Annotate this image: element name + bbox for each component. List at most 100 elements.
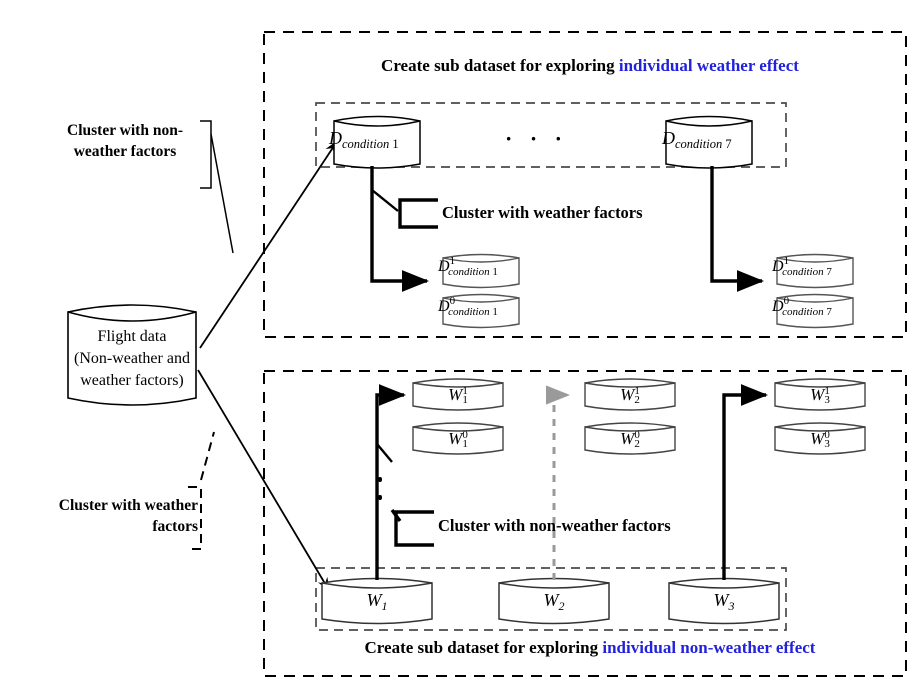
label-d1-condition-7-base: D xyxy=(772,258,784,275)
label-d1-condition-1-sup: 1 xyxy=(449,255,456,267)
label-d0-condition-1-sup: 0 xyxy=(449,295,456,307)
label-w3-sup0-sup: 0 xyxy=(824,429,830,442)
label-w2-sup0-base: W xyxy=(620,429,635,448)
label-w1-base: W xyxy=(366,590,382,610)
arrow-source-to-w xyxy=(197,369,331,593)
elbow-condition7-to-split xyxy=(710,166,765,292)
label-w1-sup1-sup: 1 xyxy=(462,385,468,398)
flight-data-label: Flight data (Non-weather and weather fac… xyxy=(56,326,208,392)
label-w2-sub: 2 xyxy=(558,599,565,613)
cylinder-d0-condition-1 xyxy=(442,293,520,329)
label-w3-sub: 3 xyxy=(728,599,735,613)
label-w1-sup0-base: W xyxy=(448,429,463,448)
label-w2-sup1-sub: 2 xyxy=(634,394,640,407)
label-d-condition-1-index: 1 xyxy=(392,137,399,151)
callout-cluster-weather-left: Cluster with weather factors xyxy=(26,495,198,537)
bottom-panel-title-black: Create sub dataset for exploring xyxy=(364,638,603,657)
label-d0-condition-7: D0condition 7 xyxy=(772,295,832,318)
label-w3-sup1: W 1 3 xyxy=(775,385,865,407)
condition-row-ellipsis: · · · xyxy=(505,126,569,151)
condition-group-box xyxy=(315,102,787,168)
callout-bracket-top-panel xyxy=(398,198,438,229)
label-w1-sup0-sub: 1 xyxy=(462,438,468,451)
top-panel-title: Create sub dataset for exploring individ… xyxy=(300,56,880,76)
callout-cluster-non-weather-left: Cluster with non- weather factors xyxy=(46,120,204,162)
label-d1-condition-7-sub: condition xyxy=(782,266,824,278)
label-w2-sup1: W 1 2 xyxy=(585,385,675,407)
flight-data-line2: (Non-weather and xyxy=(74,350,190,367)
label-d-condition-7: Dcondition 7 xyxy=(662,128,732,151)
label-d1-condition-7-index: 7 xyxy=(826,266,832,278)
label-w2-sup0: W 0 2 xyxy=(585,429,675,451)
label-d-condition-1-sub: condition xyxy=(342,137,390,151)
dashed-connector-w2 xyxy=(546,385,570,580)
flight-data-line1: Flight data xyxy=(97,328,167,345)
label-w2: W2 xyxy=(499,590,609,613)
label-w2-sup1-sup: 1 xyxy=(634,385,640,398)
w-group-box xyxy=(315,567,787,631)
top-panel-border xyxy=(263,31,907,338)
label-w3-sup0: W 0 3 xyxy=(775,429,865,450)
label-w1-sup0-sup: 0 xyxy=(462,429,468,442)
bottom-panel-title-accent: individual non-weather effect xyxy=(602,638,816,657)
label-w1-sub: 1 xyxy=(381,599,388,613)
cylinder-w1 xyxy=(321,577,433,625)
cylinder-d1-condition-1 xyxy=(442,253,520,289)
label-d-condition-7-index: 7 xyxy=(725,137,732,151)
callout-bracket-top-left xyxy=(200,120,234,254)
cylinder-w2-sup0 xyxy=(584,422,676,455)
label-d1-condition-1-base: D xyxy=(438,258,450,275)
label-d1-condition-1-sub: condition xyxy=(448,266,490,278)
callout-left-bottom-line1: Cluster with weather xyxy=(58,497,198,514)
callout-left-top-line1: Cluster with non- xyxy=(67,122,183,139)
label-w3-sup1-sup: 1 xyxy=(824,385,830,398)
elbow-w1-to-split xyxy=(375,384,407,580)
callout-leader-bottom-panel xyxy=(376,443,393,463)
arrow-source-to-condition xyxy=(199,139,339,349)
top-panel-title-black: Create sub dataset for exploring xyxy=(381,56,619,75)
label-d1-condition-7: D1condition 7 xyxy=(772,255,832,278)
callout-left-top-line2: weather factors xyxy=(73,143,177,160)
cylinder-d-condition-1 xyxy=(333,115,421,169)
label-d-condition-7-base: D xyxy=(662,128,675,148)
elbow-condition1-to-split xyxy=(370,166,430,292)
callout-cluster-non-weather-bottom-panel: Cluster with non-weather factors xyxy=(438,516,671,535)
label-w3-sup0-base: W xyxy=(810,429,825,448)
top-panel-title-accent: individual weather effect xyxy=(618,56,799,75)
label-d-condition-1-base: D xyxy=(329,128,342,148)
label-d1-condition-1-index: 1 xyxy=(492,266,498,278)
flight-data-line3: weather factors) xyxy=(80,372,184,389)
label-d1-condition-1: D1condition 1 xyxy=(438,255,498,278)
label-d0-condition-7-sub: condition xyxy=(782,306,824,318)
cylinder-w1-sup1 xyxy=(412,378,504,411)
callout-cluster-weather-top-panel: Cluster with weather factors xyxy=(442,203,643,222)
label-d0-condition-1-sub: condition xyxy=(448,306,490,318)
flight-data-cylinder xyxy=(67,304,197,406)
cylinder-w3-sup1 xyxy=(774,378,866,411)
label-d-condition-7-sub: condition xyxy=(675,137,723,151)
label-d0-condition-7-base: D xyxy=(772,298,784,315)
cylinder-w3-sup0 xyxy=(774,422,866,455)
label-d1-condition-7-sup: 1 xyxy=(783,255,790,267)
label-d0-condition-1: D0condition 1 xyxy=(438,295,498,318)
elbow-w3-to-split xyxy=(722,384,769,580)
label-w2-sup0-sub: 2 xyxy=(634,438,640,451)
cylinder-w2 xyxy=(498,577,610,625)
cylinder-d0-condition-7 xyxy=(776,293,854,329)
label-w1-sup1: W 1 1 xyxy=(413,385,503,406)
label-w3-base: W xyxy=(713,590,729,610)
label-w3: W3 xyxy=(669,590,779,613)
callout-leader-top-panel xyxy=(371,189,399,212)
label-d0-condition-7-sup: 0 xyxy=(783,295,790,307)
label-w1-sup0: W 0 1 xyxy=(413,429,503,451)
label-w3-sup1-sub: 3 xyxy=(824,394,830,407)
label-w2-sup0-sup: 0 xyxy=(634,429,640,442)
cylinder-d1-condition-7 xyxy=(776,253,854,289)
label-d0-condition-1-base: D xyxy=(438,298,450,315)
label-w2-base: W xyxy=(543,590,559,610)
label-w1-sup1-base: W xyxy=(448,385,463,404)
label-d0-condition-7-index: 7 xyxy=(826,306,832,318)
callout-bracket-bottom-left xyxy=(188,431,215,550)
label-w1: W1 xyxy=(322,590,432,613)
